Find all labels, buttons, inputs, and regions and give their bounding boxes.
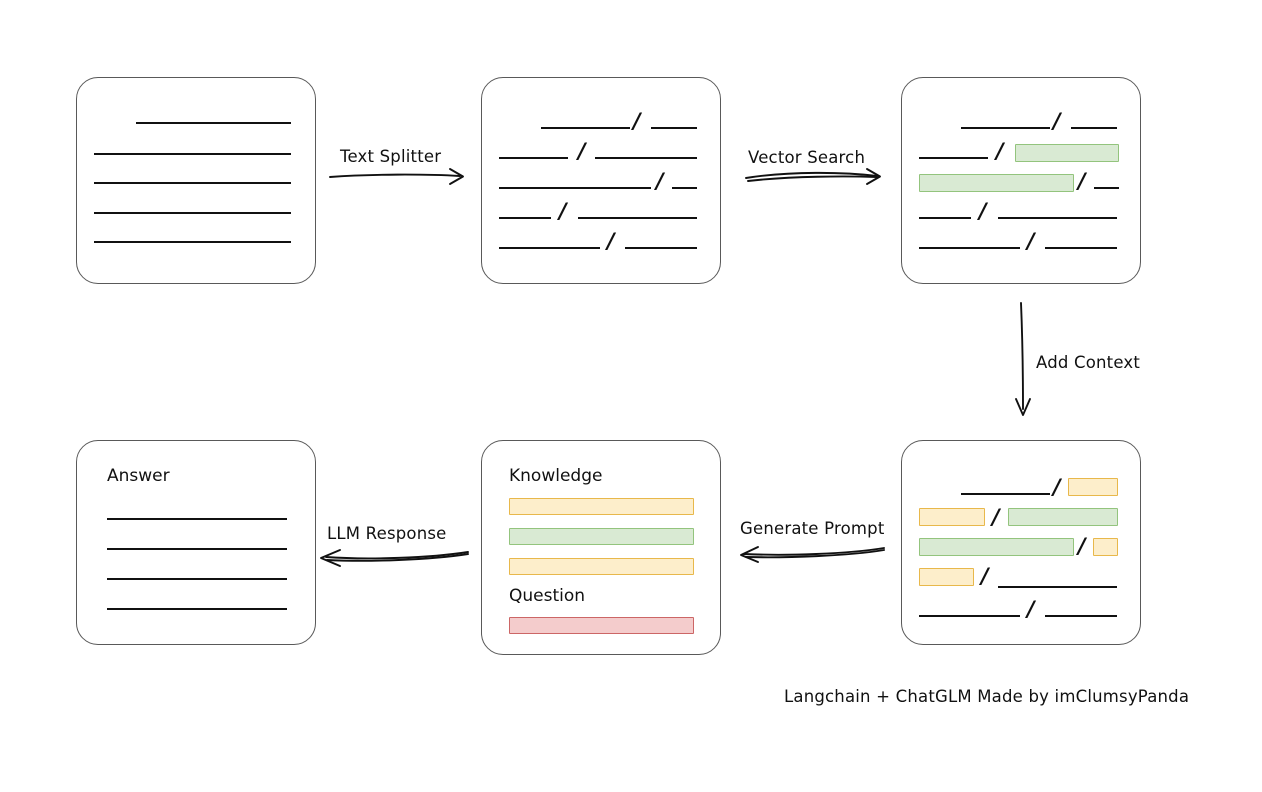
chunk-slash: / [979,199,987,223]
chunk-segment [1045,247,1117,249]
chunk-segment [578,217,697,219]
node-source-document[interactable] [76,77,316,284]
matched-chunk-green [1015,144,1119,162]
node-answer[interactable]: Answer [76,440,316,645]
source-document-lines [77,78,315,283]
chunk-segment [541,127,630,129]
chunk-slash: / [559,199,567,223]
chunk-slash: / [607,229,615,253]
chunk-slash: / [1078,534,1086,558]
chunk-segment [919,247,1020,249]
chunk-slash: / [1027,229,1035,253]
context-chunk-yellow [919,568,974,586]
answer-line [107,608,287,610]
arrow-llm-response [320,549,469,567]
prompt-knowledge-chunk [509,498,694,515]
chunk-segment [595,157,697,159]
vector-matches-lines: / / / / / [902,78,1140,283]
doc-line [94,153,291,155]
chunk-slash: / [656,169,664,193]
answer-line [107,578,287,580]
footer-credit: Langchain + ChatGLM Made by imClumsyPand… [784,687,1190,706]
arrow-add-context [1015,302,1031,416]
prompt-knowledge-chunk [509,558,694,575]
edge-label-llm-response: LLM Response [327,524,447,543]
context-chunk-green [1008,508,1118,526]
context-chunk-yellow [1093,538,1118,556]
split-chunks-lines: / / / / / [482,78,720,283]
chunk-segment [998,586,1117,588]
answer-line [107,518,287,520]
prompt-knowledge-chunk [509,528,694,545]
chunk-slash: / [996,139,1004,163]
chunk-segment [1045,615,1117,617]
prompt-body: Knowledge Question [482,441,720,654]
chunk-segment [651,127,697,129]
doc-line [136,122,291,124]
chunk-slash: / [1053,475,1061,499]
edge-label-text-splitter: Text Splitter [340,147,442,166]
doc-line [94,212,291,214]
chunk-slash: / [1027,597,1035,621]
chunk-segment [499,187,651,189]
prompt-knowledge-heading: Knowledge [509,466,603,486]
doc-line [94,182,291,184]
node-context-chunks[interactable]: / / / / / [901,440,1141,645]
edge-label-add-context: Add Context [1036,353,1141,372]
node-prompt[interactable]: Knowledge Question [481,440,721,655]
prompt-question-heading: Question [509,586,586,606]
chunk-segment [625,247,697,249]
chunk-slash: / [633,109,641,133]
doc-line [94,241,291,243]
arrow-vector-search [745,168,881,185]
chunk-segment [499,157,568,159]
node-split-chunks[interactable]: / / / / / [481,77,721,284]
chunk-segment [499,217,551,219]
chunk-slash: / [981,564,989,588]
chunk-segment [919,157,988,159]
chunk-slash: / [578,139,586,163]
chunk-segment [672,187,697,189]
context-chunks-lines: / / / / / [902,441,1140,644]
chunk-segment [1094,187,1119,189]
chunk-slash: / [1053,109,1061,133]
context-chunk-green [919,538,1074,556]
chunk-slash: / [992,505,1000,529]
prompt-question-chunk [509,617,694,634]
context-chunk-yellow [919,508,985,526]
node-vector-matches[interactable]: / / / / / [901,77,1141,284]
chunk-segment [919,217,971,219]
answer-line [107,548,287,550]
chunk-segment [961,493,1050,495]
context-chunk-yellow [1068,478,1118,496]
matched-chunk-green [919,174,1074,192]
arrow-text-splitter [329,168,464,185]
answer-body: Answer [77,441,315,644]
chunk-segment [499,247,600,249]
edge-label-generate-prompt: Generate Prompt [740,519,885,538]
arrow-generate-prompt [740,546,885,563]
chunk-segment [998,217,1117,219]
edge-label-vector-search: Vector Search [748,148,866,167]
answer-heading: Answer [107,466,170,486]
chunk-segment [961,127,1050,129]
chunk-segment [1071,127,1117,129]
chunk-segment [919,615,1020,617]
chunk-slash: / [1078,169,1086,193]
